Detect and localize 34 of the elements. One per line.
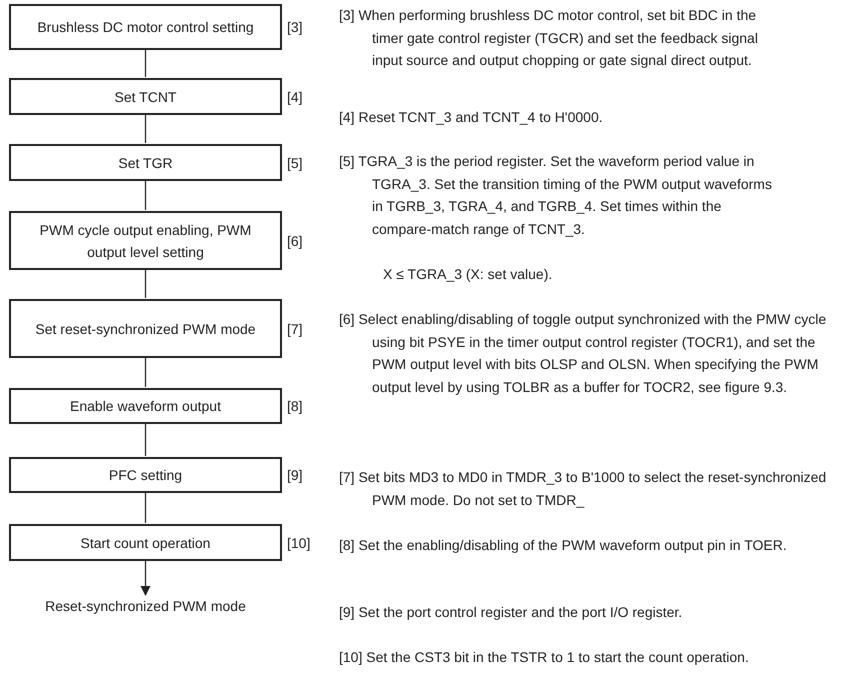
- step-note: [8] Set the enabling/disabling of the PWM waveform output pin in TOER.: [339, 536, 788, 555]
- step-number: [3]: [287, 18, 303, 37]
- step-number: [9]: [287, 466, 303, 485]
- step-note: [10] Set the CST3 bit in the TSTR to 1 to start the count operation.: [339, 648, 750, 667]
- step-note: [9] Set the port control register and the port I/O register.: [339, 603, 684, 622]
- connector-line: [144, 115, 146, 143]
- process-box: PWM cycle output enabling, PWM output level setting: [9, 211, 282, 270]
- connector-line: [144, 181, 146, 210]
- process-box: Start count operation: [9, 524, 282, 561]
- step-number: [5]: [287, 154, 303, 172]
- step-number: [7]: [287, 320, 303, 338]
- step-note: [3] When performing brushless DC motor control, set bit BDC in the timer gate control register (TGCR) and set the feedback signal input source and output chopping or gate signal direct output.: [339, 6, 759, 70]
- arrow: [140, 561, 150, 596]
- process-box: Brushless DC motor control setting: [9, 4, 282, 50]
- step-number: [4]: [287, 88, 303, 106]
- step-note: [4] Reset TCNT_3 and TCNT_4 to H'0000.: [339, 108, 604, 127]
- step-number: [10]: [287, 534, 310, 552]
- connector-line: [144, 358, 146, 387]
- step-note: [7] Set bits MD3 to MD0 in TMDR_3 to B'1000 to select the reset-synchronized PWM mode. Do not set to TMDR_: [339, 468, 828, 510]
- step-note: X ≤ TGRA_3 (X: set value).: [383, 265, 554, 284]
- process-box: Set TGR: [9, 144, 282, 181]
- end-label: Reset-synchronized PWM mode: [0, 596, 291, 616]
- process-box: Set TCNT: [9, 78, 282, 115]
- connector-line: [144, 424, 146, 456]
- step-number: [8]: [287, 397, 303, 416]
- connector-line: [144, 270, 146, 298]
- step-note: [6] Select enabling/disabling of toggle output synchronized with the PMW cycle using bit PSYE in the timer output control register (TOCR1), and set the PWM output level with bits OLSP and OLSN. When specifying the PWM output level by using TOLBR as a buffer for TOCR2, see figure 9.3.: [339, 310, 828, 397]
- connector-line: [144, 493, 146, 523]
- process-box: Set reset-synchronized PWM mode: [9, 299, 282, 358]
- step-note: [5] TGRA_3 is the period register. Set the waveform period value in TGRA_3. Set the transition timing of the PWM output waveforms in TGRB_3, TGRA_4, and TGRB_4. Set times within the compare-match range of TCNT_3.: [339, 152, 773, 239]
- connector-line: [144, 50, 146, 77]
- process-box: Enable waveform output: [9, 388, 282, 424]
- step-number: [6]: [287, 232, 303, 250]
- process-box: PFC setting: [9, 457, 282, 493]
